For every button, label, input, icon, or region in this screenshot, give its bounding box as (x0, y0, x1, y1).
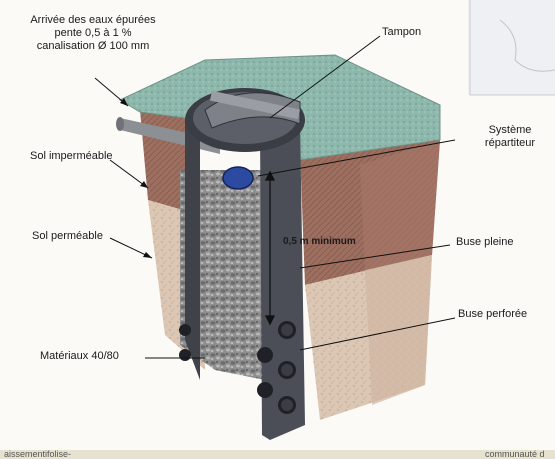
perforations (179, 321, 296, 414)
label-arrivee-line3: canalisation Ø 100 mm (36, 40, 150, 52)
footer-right-text: communauté d (485, 449, 545, 459)
footer-left-text: aissementifolise- (4, 449, 72, 459)
leader-arrowheads (120, 98, 152, 258)
label-arrivee-line2: pente 0,5 à 1 % (54, 27, 132, 39)
concrete-pipe (185, 88, 305, 440)
label-arrivee: Arrivée des eaux épurées pente 0,5 à 1 %… (18, 14, 168, 53)
label-tampon: Tampon (382, 26, 422, 38)
label-arrivee-line1: Arrivée des eaux épurées (30, 14, 156, 26)
label-materiaux: Matériaux 40/80 (40, 350, 119, 362)
label-distance: 0,5 m minimum (283, 236, 356, 247)
label-buse-pleine: Buse pleine (456, 236, 514, 248)
label-systeme-line2: répartiteur (484, 137, 536, 149)
label-systeme: Système répartiteur (465, 124, 555, 150)
label-sol-impermeable: Sol imperméable (30, 150, 113, 162)
map-corner-fragment (468, 0, 555, 95)
map-bottom-strip (0, 450, 555, 459)
label-buse-perforee: Buse perforée (458, 308, 528, 320)
dimension-arrow (264, 170, 276, 326)
label-systeme-line1: Système (488, 124, 532, 136)
label-sol-permeable: Sol perméable (32, 230, 103, 242)
gravel-fill (180, 170, 265, 380)
distributor-system (222, 166, 254, 190)
